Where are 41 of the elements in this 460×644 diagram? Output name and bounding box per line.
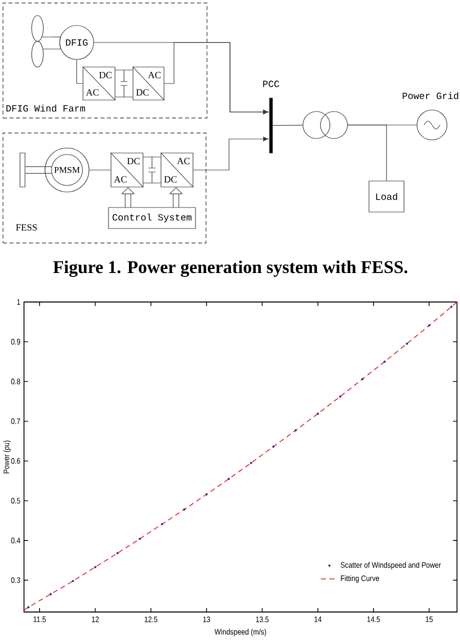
converter-box: DC AC [82,66,116,101]
x-tick-label: 11.5 [34,616,46,622]
wire [347,124,387,181]
y-tick-label: 1 [17,299,20,305]
transformer-symbol [302,111,348,139]
bus-label: PCC [263,80,280,88]
x-axis-title: Windspeed (m/s) [214,628,266,636]
y-tick-label: 0.5 [11,498,20,504]
x-tick-label: 13 [203,616,210,622]
grid-label: Power Grid [402,92,458,100]
converter-box: AC DC [132,66,165,101]
converter-box: DC AC [110,152,144,188]
y-tick-label: 0.7 [11,418,20,424]
x-tick-label: 15 [426,616,433,622]
control-box: Control System [108,207,196,229]
x-tick-label: 12 [92,616,99,622]
shaft [25,166,52,174]
arrow [193,136,268,170]
x-tick-label: 12.5 [144,616,158,622]
x-tick-label: 14 [314,616,322,622]
legend-label: Scatter of Windspeed and Power [340,562,441,570]
dc-link-wires [143,156,161,184]
shaft [49,36,62,50]
x-tick-label: 14.5 [367,616,380,622]
x-tick-label: 13.5 [256,616,269,622]
load-box: Load [368,180,404,212]
y-axis-title: Power (pu) [3,440,11,474]
converter-box: AC DC [160,152,194,188]
y-tick-label: 0.8 [11,378,20,384]
y-tick-label: 0.3 [11,577,20,584]
y-tick-label: 0.6 [11,458,20,464]
legend-label: Fitting Curve [340,575,380,583]
arrow [164,42,268,114]
figure-caption: Figure 1. Power generation system with FESS. [53,260,408,277]
wire [272,124,304,126]
wire [76,60,83,84]
dc-link-wires [115,70,133,98]
y-tick-label: 0.9 [11,338,20,345]
flywheel-bar [20,152,26,188]
turbine-rotor [31,15,50,68]
y-tick-label: 0.4 [11,538,20,544]
